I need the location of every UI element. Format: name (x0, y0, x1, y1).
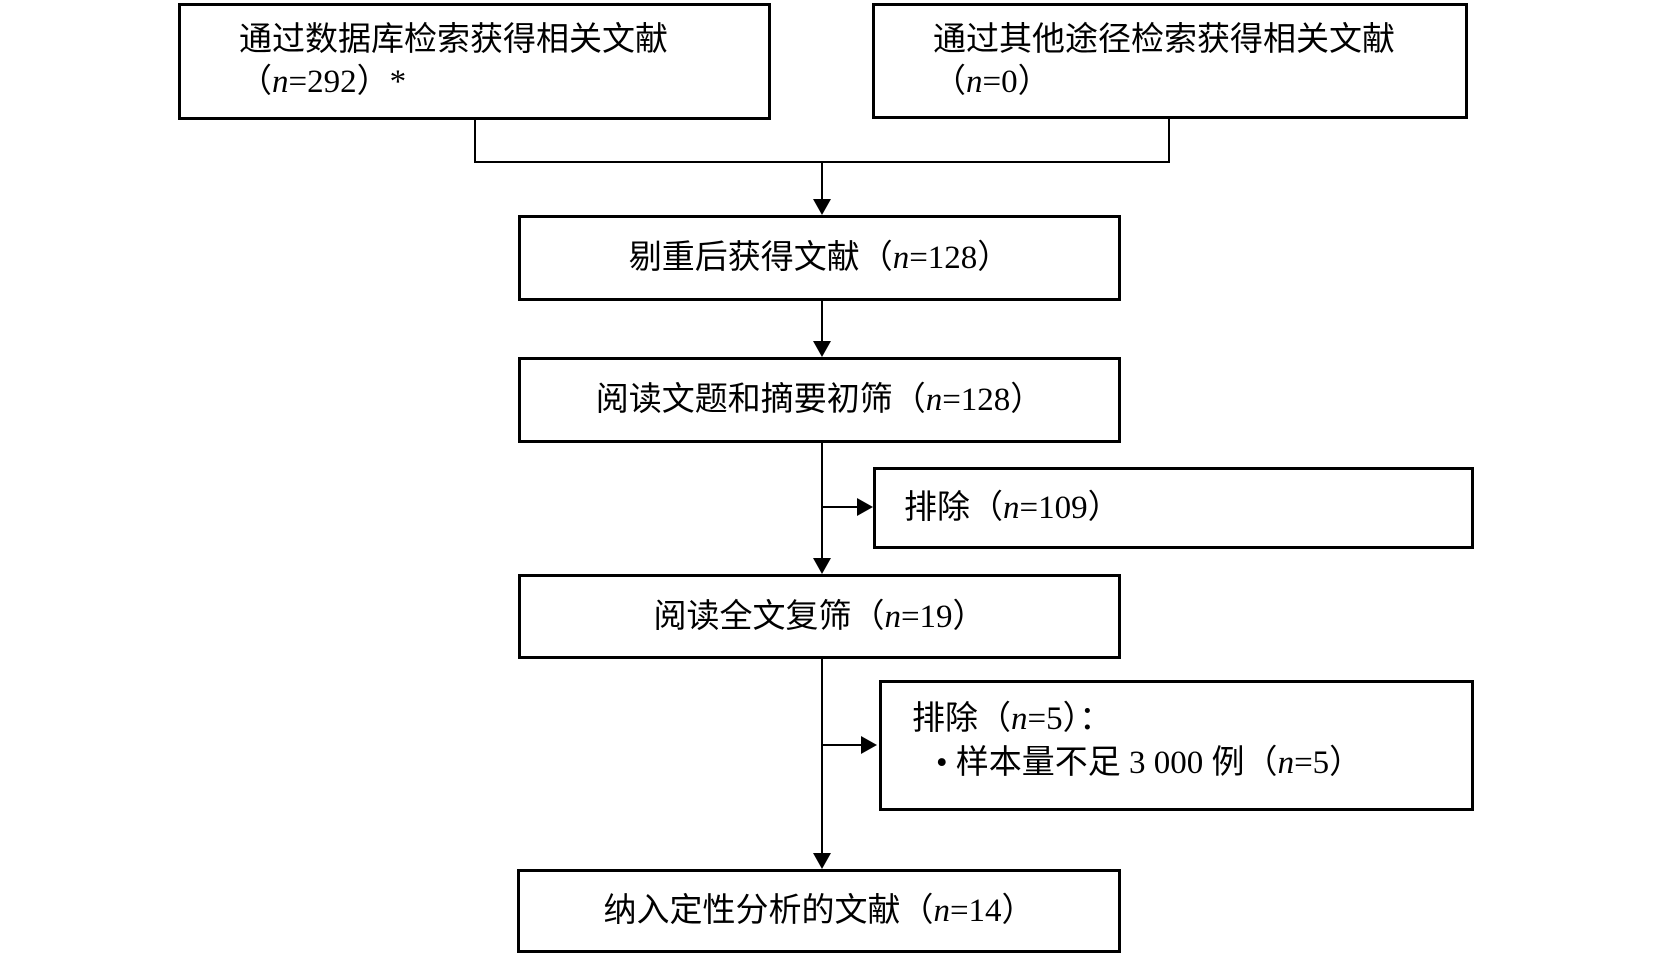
connector-drop-from-database-box (474, 119, 476, 163)
connector-branch-excluded-initial (822, 506, 858, 508)
box-text-line: 通过其他途径检索获得相关文献 (933, 22, 1395, 58)
box-title-abstract-screen: 阅读文题和摘要初筛（n=128） (518, 357, 1121, 443)
box-text-line: • 样本量不足 3 000 例（n=5） (936, 745, 1363, 781)
box-text-line: 阅读文题和摘要初筛（n=128） (595, 382, 1044, 418)
box-after-dedup: 剔重后获得文献（n=128） (518, 215, 1121, 301)
box-text-line: （n=0） (933, 64, 1051, 100)
box-fulltext-screen: 阅读全文复筛（n=19） (518, 574, 1121, 659)
connector-dedup-to-screen (821, 300, 823, 342)
box-other-sources: 通过其他途径检索获得相关文献 （n=0） (872, 3, 1468, 119)
box-text-line: 阅读全文复筛（n=19） (653, 598, 986, 635)
connector-merge-to-dedup (821, 161, 823, 201)
connector-screen-to-fulltext (821, 442, 823, 560)
connector-drop-from-other-sources-box (1168, 118, 1170, 163)
connector-branch-excluded-fulltext (822, 744, 862, 746)
box-excluded-fulltext: 排除（n=5）： • 样本量不足 3 000 例（n=5） (879, 680, 1474, 811)
box-text-line: 剔重后获得文献（n=128） (628, 240, 1011, 276)
box-excluded-initial: 排除（n=109） (873, 467, 1474, 549)
box-text-line: （n=292）* (239, 64, 407, 100)
connector-fulltext-to-included (821, 658, 823, 854)
box-text-line: 纳入定性分析的文献（n=14） (603, 893, 1035, 929)
box-text-line: 通过数据库检索获得相关文献 (239, 22, 668, 58)
arrowhead-into-fulltext (813, 558, 831, 574)
box-database-search: 通过数据库检索获得相关文献 （n=292）* (178, 3, 771, 120)
box-text-line: 排除（n=109） (904, 490, 1121, 526)
box-included-qualitative: 纳入定性分析的文献（n=14） (517, 869, 1121, 953)
arrowhead-into-screen (813, 341, 831, 357)
arrowhead-into-dedup (813, 199, 831, 215)
arrowhead-into-excluded-fulltext (861, 736, 877, 754)
arrowhead-into-excluded-initial (857, 498, 873, 516)
arrowhead-into-included (813, 853, 831, 869)
box-text-line: 排除（n=5）： (912, 701, 1113, 737)
